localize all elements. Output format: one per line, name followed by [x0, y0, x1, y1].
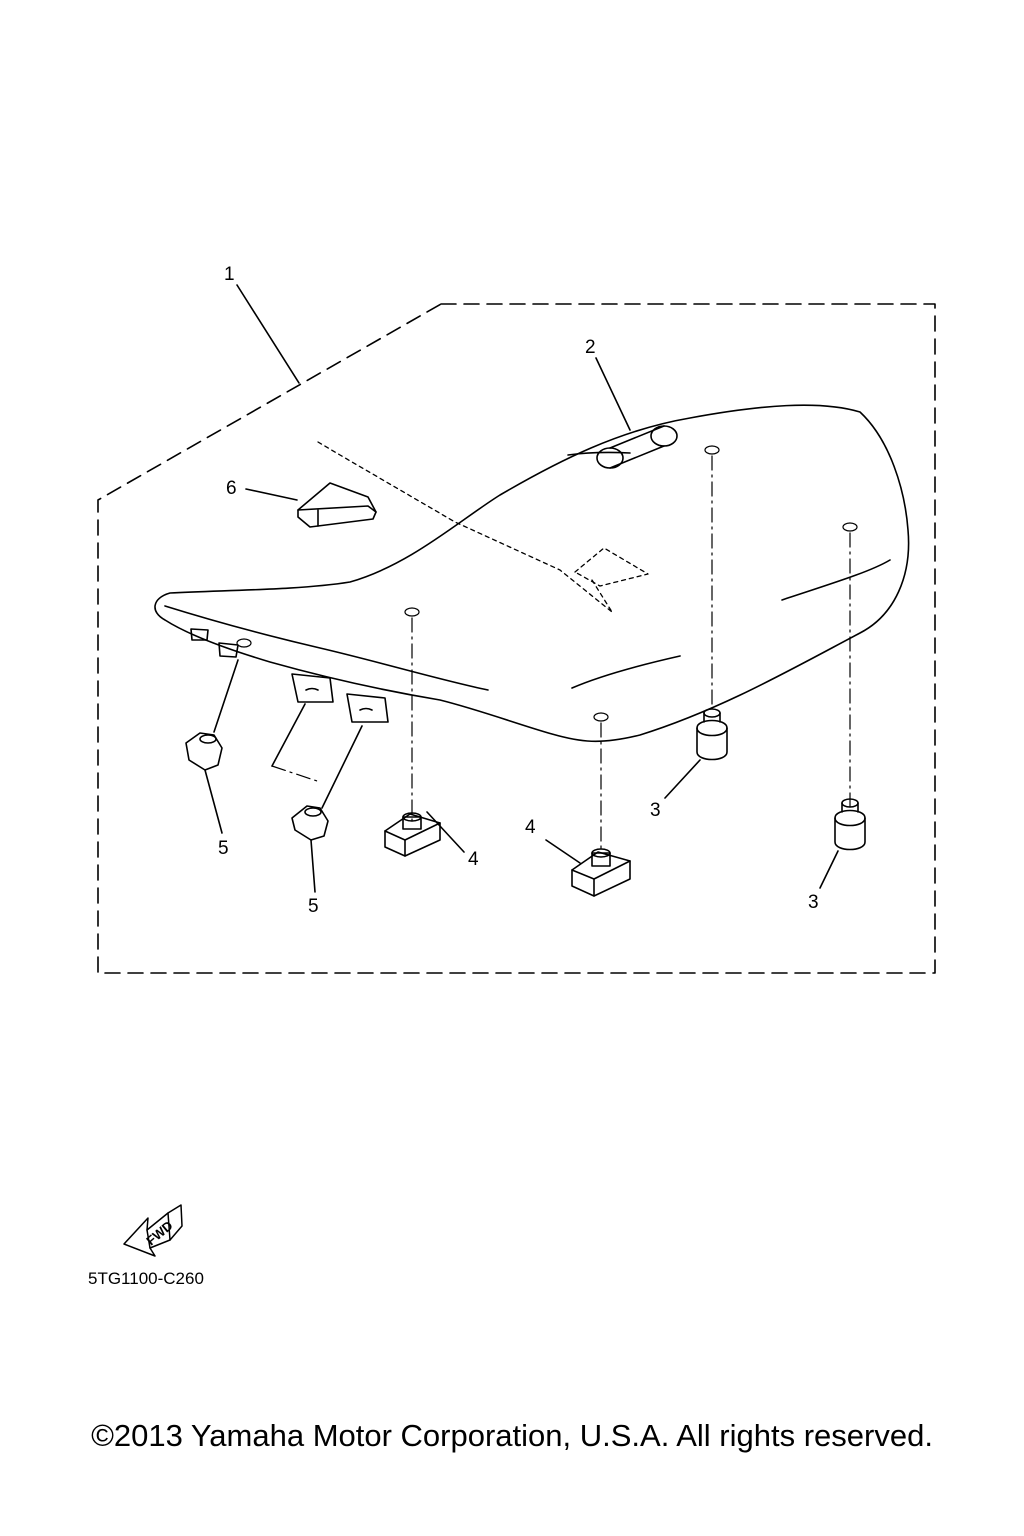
leader-3b [819, 850, 839, 889]
callout-6: 6 [226, 478, 237, 499]
leader-5b-upper [321, 725, 363, 809]
leader-4b [545, 839, 581, 864]
damper-5b [291, 805, 329, 841]
cushion-3b [834, 798, 866, 851]
leader-1 [236, 284, 300, 384]
mount-boss-markers [236, 445, 858, 722]
pad [297, 482, 377, 528]
leader-5a-upper [213, 659, 239, 733]
callout-4a: 4 [468, 849, 479, 870]
callout-4b: 4 [525, 817, 536, 838]
seat-tabs [190, 628, 389, 723]
diagram-part-code: 5TG1100-C260 [88, 1269, 204, 1288]
assembly-boundary [97, 303, 936, 974]
leader-6 [245, 488, 298, 501]
block-4b [571, 848, 631, 897]
strap [596, 425, 678, 469]
callout-5a: 5 [218, 838, 229, 859]
leader-5-bracket [271, 703, 306, 767]
callout-1: 1 [224, 264, 235, 285]
cushion-3a [696, 708, 728, 761]
centre-lines [271, 455, 851, 849]
callout-3a: 3 [650, 800, 661, 821]
copyright-notice: ©2013 Yamaha Motor Corporation, U.S.A. A… [91, 1418, 933, 1453]
leader-5b [310, 839, 316, 893]
callout-2: 2 [585, 337, 596, 358]
seat [154, 404, 910, 743]
leader-4a [426, 811, 465, 853]
block-4a [384, 812, 441, 857]
pad-projection [317, 441, 649, 613]
callout-3b: 3 [808, 892, 819, 913]
leader-5a [204, 769, 223, 834]
damper-5a [185, 732, 223, 771]
callout-5b: 5 [308, 896, 319, 917]
leader-2 [595, 357, 631, 431]
fwd-arrow-icon [123, 1204, 183, 1257]
leader-3a [664, 759, 701, 799]
